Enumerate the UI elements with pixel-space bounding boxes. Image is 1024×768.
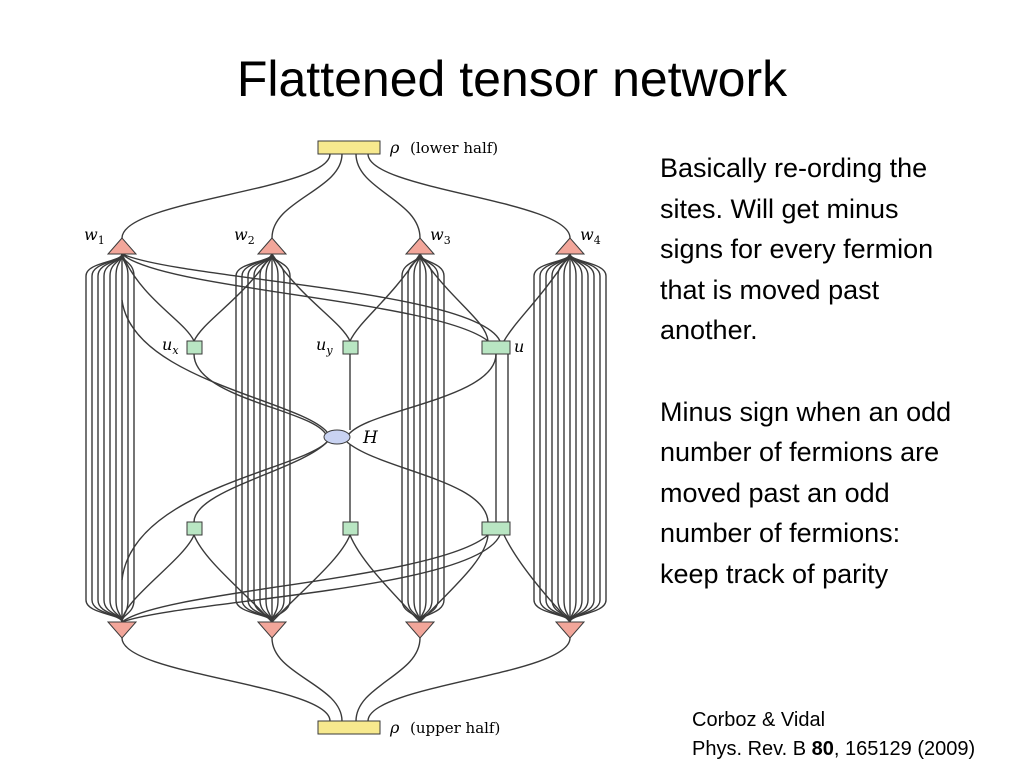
label-hamiltonian: H — [362, 428, 379, 448]
citation-volume: 80 — [811, 738, 834, 760]
wire-25 — [271, 253, 285, 623]
label-u: u — [514, 337, 524, 356]
isometry-w4-bottom — [554, 621, 586, 639]
citation-journal: Phys. Rev. B — [692, 738, 812, 760]
disentangler-uy-bottom — [342, 521, 359, 536]
wire-12 — [109, 253, 123, 623]
wire-22 — [265, 253, 273, 623]
label-w2: w2 — [234, 225, 255, 247]
wire-66 — [271, 534, 351, 623]
wire-71 — [121, 534, 501, 623]
wire-49 — [121, 253, 489, 342]
rho-top-tensor — [317, 140, 381, 155]
wire-6 — [367, 153, 571, 239]
wire-61 — [346, 441, 489, 523]
label-w3: w3 — [430, 225, 451, 247]
isometry-w3-top — [404, 237, 436, 255]
wire-13 — [115, 253, 123, 623]
disentangler-ux-top — [186, 340, 203, 355]
wire-38 — [551, 253, 571, 623]
wire-40 — [563, 253, 571, 623]
wire-2 — [271, 153, 343, 239]
disentangler-ux-bottom — [186, 521, 203, 536]
hamiltonian-operator — [323, 429, 351, 445]
network-lines — [85, 153, 607, 722]
disentangler-uy-top — [342, 340, 359, 355]
isometry-w2-bottom — [256, 621, 288, 639]
tensor-network-diagram: ρ (lower half) ρ (upper half) w1 w2 w3 w… — [84, 138, 607, 737]
rho-top-symbol: ρ — [389, 138, 400, 157]
wire-9 — [91, 253, 123, 623]
wire-3 — [271, 637, 343, 722]
wire-27 — [401, 253, 421, 623]
wire-54 — [419, 253, 489, 342]
citation-authors: Corboz & Vidal — [692, 709, 826, 731]
wire-69 — [503, 534, 571, 623]
wire-65 — [193, 534, 273, 623]
citation-reference: Phys. Rev. B 80, 165129 (2009) — [692, 735, 975, 764]
rho-bottom-symbol: ρ — [389, 718, 400, 737]
isometry-w4-top — [554, 237, 586, 255]
wire-46 — [569, 253, 601, 623]
wire-5 — [355, 637, 421, 722]
wire-55 — [503, 253, 571, 342]
wire-68 — [419, 534, 489, 623]
wire-50 — [121, 253, 501, 342]
wire-56 — [193, 353, 328, 438]
wire-10 — [97, 253, 123, 623]
wire-48 — [121, 253, 195, 342]
wire-67 — [349, 534, 421, 623]
citation: Corboz & Vidal Phys. Rev. B 80, 165129 (… — [692, 706, 975, 764]
label-w4: w4 — [580, 225, 601, 247]
isometry-w2-top — [256, 237, 288, 255]
wire-39 — [557, 253, 571, 623]
isometry-w3-bottom — [404, 621, 436, 639]
isometry-w1-bottom — [106, 621, 138, 639]
wire-4 — [355, 153, 421, 239]
wire-7 — [367, 637, 571, 722]
wire-36 — [539, 253, 571, 623]
wire-11 — [103, 253, 123, 623]
wire-59 — [121, 299, 328, 433]
wire-42 — [569, 253, 577, 623]
citation-pages-year: , 165129 (2009) — [833, 738, 976, 760]
wire-29 — [413, 253, 421, 623]
wire-26 — [271, 253, 291, 623]
slide-title: Flattened tensor network — [236, 51, 788, 107]
isometry-w1-top — [106, 237, 138, 255]
wire-18 — [241, 253, 273, 623]
label-uy: uy — [316, 335, 333, 357]
wire-1 — [121, 637, 331, 722]
disentangler-u-bottom — [481, 521, 511, 536]
label-ux: ux — [162, 335, 179, 357]
wire-20 — [253, 253, 273, 623]
wire-43 — [569, 253, 583, 623]
wire-31 — [419, 253, 427, 623]
note-parity: Minus sign when an odd number of fermion… — [660, 396, 952, 589]
disentangler-u-top — [481, 340, 511, 355]
wire-62 — [193, 441, 328, 523]
wire-58 — [346, 353, 497, 438]
wire-52 — [271, 253, 351, 342]
wire-28 — [407, 253, 421, 623]
rho-bottom-label: (upper half) — [410, 719, 500, 737]
wire-24 — [271, 253, 279, 623]
label-w1: w1 — [84, 225, 105, 247]
wire-21 — [259, 253, 273, 623]
wire-64 — [121, 534, 195, 623]
wire-60 — [121, 441, 328, 581]
wire-51 — [193, 253, 273, 342]
wire-70 — [121, 534, 489, 623]
wire-53 — [349, 253, 421, 342]
wire-0 — [121, 153, 331, 239]
wire-44 — [569, 253, 589, 623]
rho-top-label: (lower half) — [410, 139, 498, 157]
note-reordering: Basically re-ording the sites. Will get … — [660, 153, 934, 345]
wire-47 — [569, 253, 607, 623]
rho-bottom-tensor — [317, 720, 381, 735]
wire-32 — [419, 253, 433, 623]
notes-panel: Basically re-ording the sites. Will get … — [660, 148, 960, 635]
